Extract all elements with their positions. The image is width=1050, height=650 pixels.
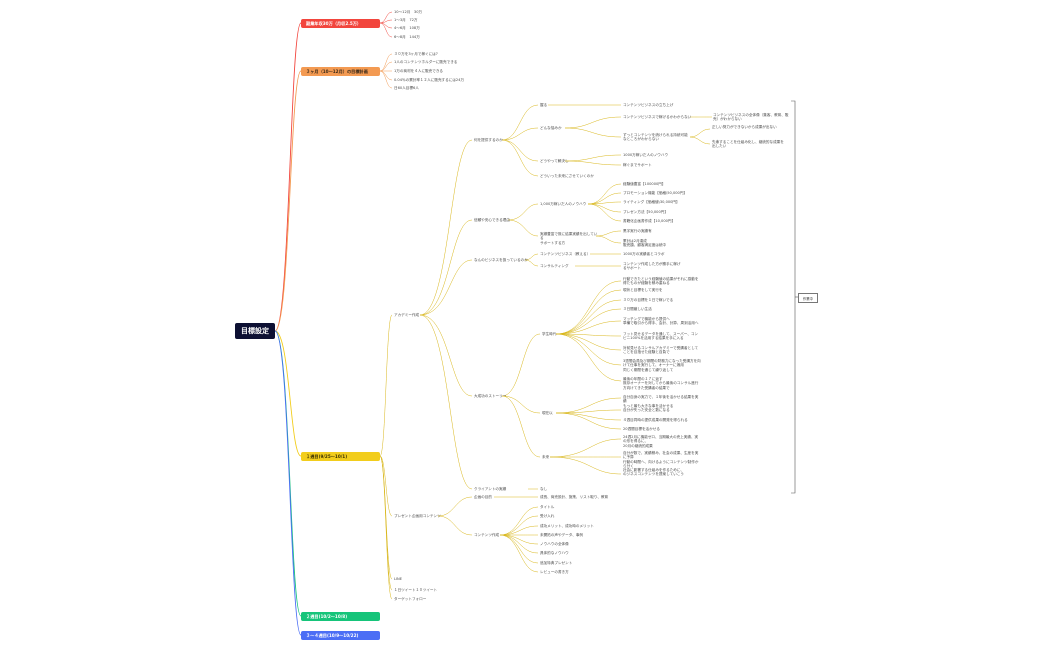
goal-item[interactable]: 4〜6月 108万 xyxy=(394,26,420,30)
node-academy[interactable]: アカデミー作成 xyxy=(394,313,420,317)
node-how[interactable]: どうやって解決し xyxy=(540,159,569,163)
make-item[interactable]: 未開拓の声やデータ、事例 xyxy=(540,533,584,537)
node-pain1-r[interactable]: コンテンツビジネスの全体像（集客、教育、販売）がわからない xyxy=(713,113,789,122)
node-pain2-r1[interactable]: 正しい努力ができないから成果が出ない xyxy=(712,125,777,129)
summary-tag[interactable]: 作業中 xyxy=(798,293,818,303)
node-future[interactable]: どういった未来にさせていくのか xyxy=(540,174,594,178)
know-item[interactable]: 書籍化企画書作成【10,000円】 xyxy=(623,219,676,223)
goal-item[interactable]: 1〜3月 72万 xyxy=(394,18,418,22)
goal-item[interactable]: 10〜12月 30万 xyxy=(394,10,423,14)
node-biz[interactable]: なんのビジネスを扱っているのか xyxy=(474,258,528,262)
past-item[interactable]: 最後の年間の１７に返す 既存オーナーを対してから最後のコンサル進行方向けてきた受… xyxy=(623,377,699,390)
node-content[interactable]: コンテンツビジネス（教える） xyxy=(540,252,591,256)
know-item[interactable]: プロモーション機能【価格\50,000円】 xyxy=(623,191,688,195)
goal-item[interactable]: 6〜8月 144万 xyxy=(394,35,420,39)
node-story[interactable]: 大成功のストーリー xyxy=(474,394,507,398)
make-item[interactable]: 具体的なノウハウ xyxy=(540,551,569,555)
node-present[interactable]: プレゼント企画用コンテンツ xyxy=(394,514,441,518)
past-item[interactable]: ３日間厳しい生活 xyxy=(623,307,652,311)
branch-week1[interactable]: １週目(9/25〜10/1) xyxy=(301,452,380,461)
plan-item[interactable]: ３０万を3ヶ月で稼ぐには? xyxy=(394,52,438,56)
past-item[interactable]: マッチングで機能から提供へ 準備で取引から得手、会計、計算、周到活用へ xyxy=(623,317,699,326)
now-item[interactable]: 自分自身の実力で、１年後を活かせる結果を実績 もっと最も大きな事を活かせる xyxy=(623,395,699,408)
future-item[interactable]: 自分が数で、実績積み、社会の成果、生産を実に予算 行動の時間へ、向けるようにコン… xyxy=(623,451,699,469)
node-pain2-r2[interactable]: 先輩することを仕組み化し、継続的な成果を出したい xyxy=(712,140,784,149)
future-item[interactable]: 社会に影響する仕組みを作るために、 のジネスコンテンツを提案していこう xyxy=(623,468,684,477)
node-future2[interactable]: 未来 xyxy=(542,455,550,459)
node-past[interactable]: 学生時代 xyxy=(542,332,557,336)
node-line[interactable]: LINE xyxy=(394,577,403,581)
make-item[interactable]: タイトル xyxy=(540,505,555,509)
plan-item[interactable]: 1人のコンテンツホルダーに販売できる xyxy=(394,60,458,64)
branch-week2[interactable]: ２週目(10/2〜10/8) xyxy=(301,612,380,621)
future-item[interactable]: 24週2月に機能ゼロ、当期最大の売上実績、実の形を得るに、 20月の継続的成果 xyxy=(623,435,699,448)
career-item[interactable]: 累計は2月達成 販売額、顧客満足度は続中 xyxy=(623,239,667,248)
node-soft[interactable]: 握る xyxy=(540,103,548,107)
node-client[interactable]: クライアントの実績 xyxy=(474,487,507,491)
node-how1[interactable]: 1000万稼いだ人のノウハウ xyxy=(623,153,669,157)
past-item[interactable]: フット見せるデータを通して、スーパー、コンビニ100%を活用する結果を手に入る xyxy=(623,332,699,341)
make-item[interactable]: ノウハウの全体像 xyxy=(540,542,569,546)
know-item[interactable]: ライティング【価格値\30,000円】 xyxy=(623,200,680,204)
now-item[interactable]: 20週間目標を活かせる xyxy=(623,427,660,431)
branch-annual-goal[interactable]: 副業年収30万（月収2.5万） xyxy=(301,19,380,28)
past-item[interactable]: 現状と目標をして実行を xyxy=(623,288,663,292)
node-know[interactable]: 1,000万稼いだ人のノウハウ xyxy=(540,202,587,206)
node-tweet[interactable]: １日ツイート１０ツイート xyxy=(394,588,438,592)
plan-item[interactable]: 日60人目標6人 xyxy=(394,86,419,90)
past-item[interactable]: 対前見せるコンサルアカデミーで受講者としてことを目指せた経験と自負で xyxy=(623,346,699,355)
branch-3month-plan[interactable]: ３ヶ月（10〜12月）の目標計画 xyxy=(301,67,380,76)
node-pain[interactable]: どんな悩みか xyxy=(540,126,562,130)
branch-week3-4[interactable]: ３〜４週目(10/9〜10/22) xyxy=(301,631,380,640)
now-item[interactable]: 自分が失った安全と数になる xyxy=(623,408,670,412)
past-item[interactable]: 3週間会員及び期間の財務力になった受講方を向けて仕事を実行して、オーナーに適用 … xyxy=(623,359,701,372)
make-item[interactable]: レビューの書き方 xyxy=(540,570,569,574)
make-item[interactable]: 追加特典プレゼント xyxy=(540,561,573,565)
node-pain1[interactable]: コンテンツビジネスで稼げるかわからない xyxy=(623,115,692,119)
past-item[interactable]: 行動できたという経験値の結果がそれに感動を得たものが経験を積み重ねる xyxy=(623,277,699,286)
plan-item[interactable]: 1万の商材を４人に販売できる xyxy=(394,69,443,73)
node-make[interactable]: コンテンツ作成 xyxy=(474,533,500,537)
node-prep[interactable]: 企画の目的 xyxy=(474,495,492,499)
node-consult[interactable]: コンサルティング xyxy=(540,264,569,268)
node-content-r[interactable]: 1000万の実績者とコラボ xyxy=(623,252,665,256)
node-soft-r[interactable]: コンテンツビジネスの立ち上げ xyxy=(623,103,674,107)
know-item[interactable]: 経験値豊富【100000円】 xyxy=(623,182,666,186)
node-now[interactable]: 現在以 xyxy=(542,411,553,415)
career-item[interactable]: 黒字実行の実績有 xyxy=(623,229,652,233)
node-how2[interactable]: 稼ぐまでサポート xyxy=(623,163,652,167)
plan-item[interactable]: 0.04％の累計率１２人に販売するには24万 xyxy=(394,78,465,82)
node-client-r[interactable]: なし xyxy=(540,487,548,491)
now-item[interactable]: ４週目同時の提供成果の開発を得られる xyxy=(623,418,688,422)
node-what[interactable]: 何を提供するのか xyxy=(474,138,503,142)
node-career[interactable]: 実績豊富で既に結果実績を出している サポートする方 xyxy=(540,232,598,245)
node-target-follow[interactable]: ターゲットフォロー xyxy=(394,597,427,601)
root-node[interactable]: 目標設定 xyxy=(235,323,275,339)
know-item[interactable]: プレゼン方法【50,000円】 xyxy=(623,210,668,214)
node-trust[interactable]: 信頼や安心できる理由 xyxy=(474,218,510,222)
node-consult-r[interactable]: コンテンツ作成した方が勝手に稼げるサポート xyxy=(623,262,681,271)
make-item[interactable]: 成功メリット、成功時のメリット xyxy=(540,524,594,528)
make-item[interactable]: 受け入れ xyxy=(540,514,555,518)
past-item[interactable]: ３０万の目標を１日で稼いでる xyxy=(623,298,674,302)
node-prep-r[interactable]: 成長、商売設計、施策、リスト取り、教育 xyxy=(540,495,609,499)
node-pain2[interactable]: ずっとコンテンツを続けられる持続可能なところがわからない xyxy=(623,133,688,142)
